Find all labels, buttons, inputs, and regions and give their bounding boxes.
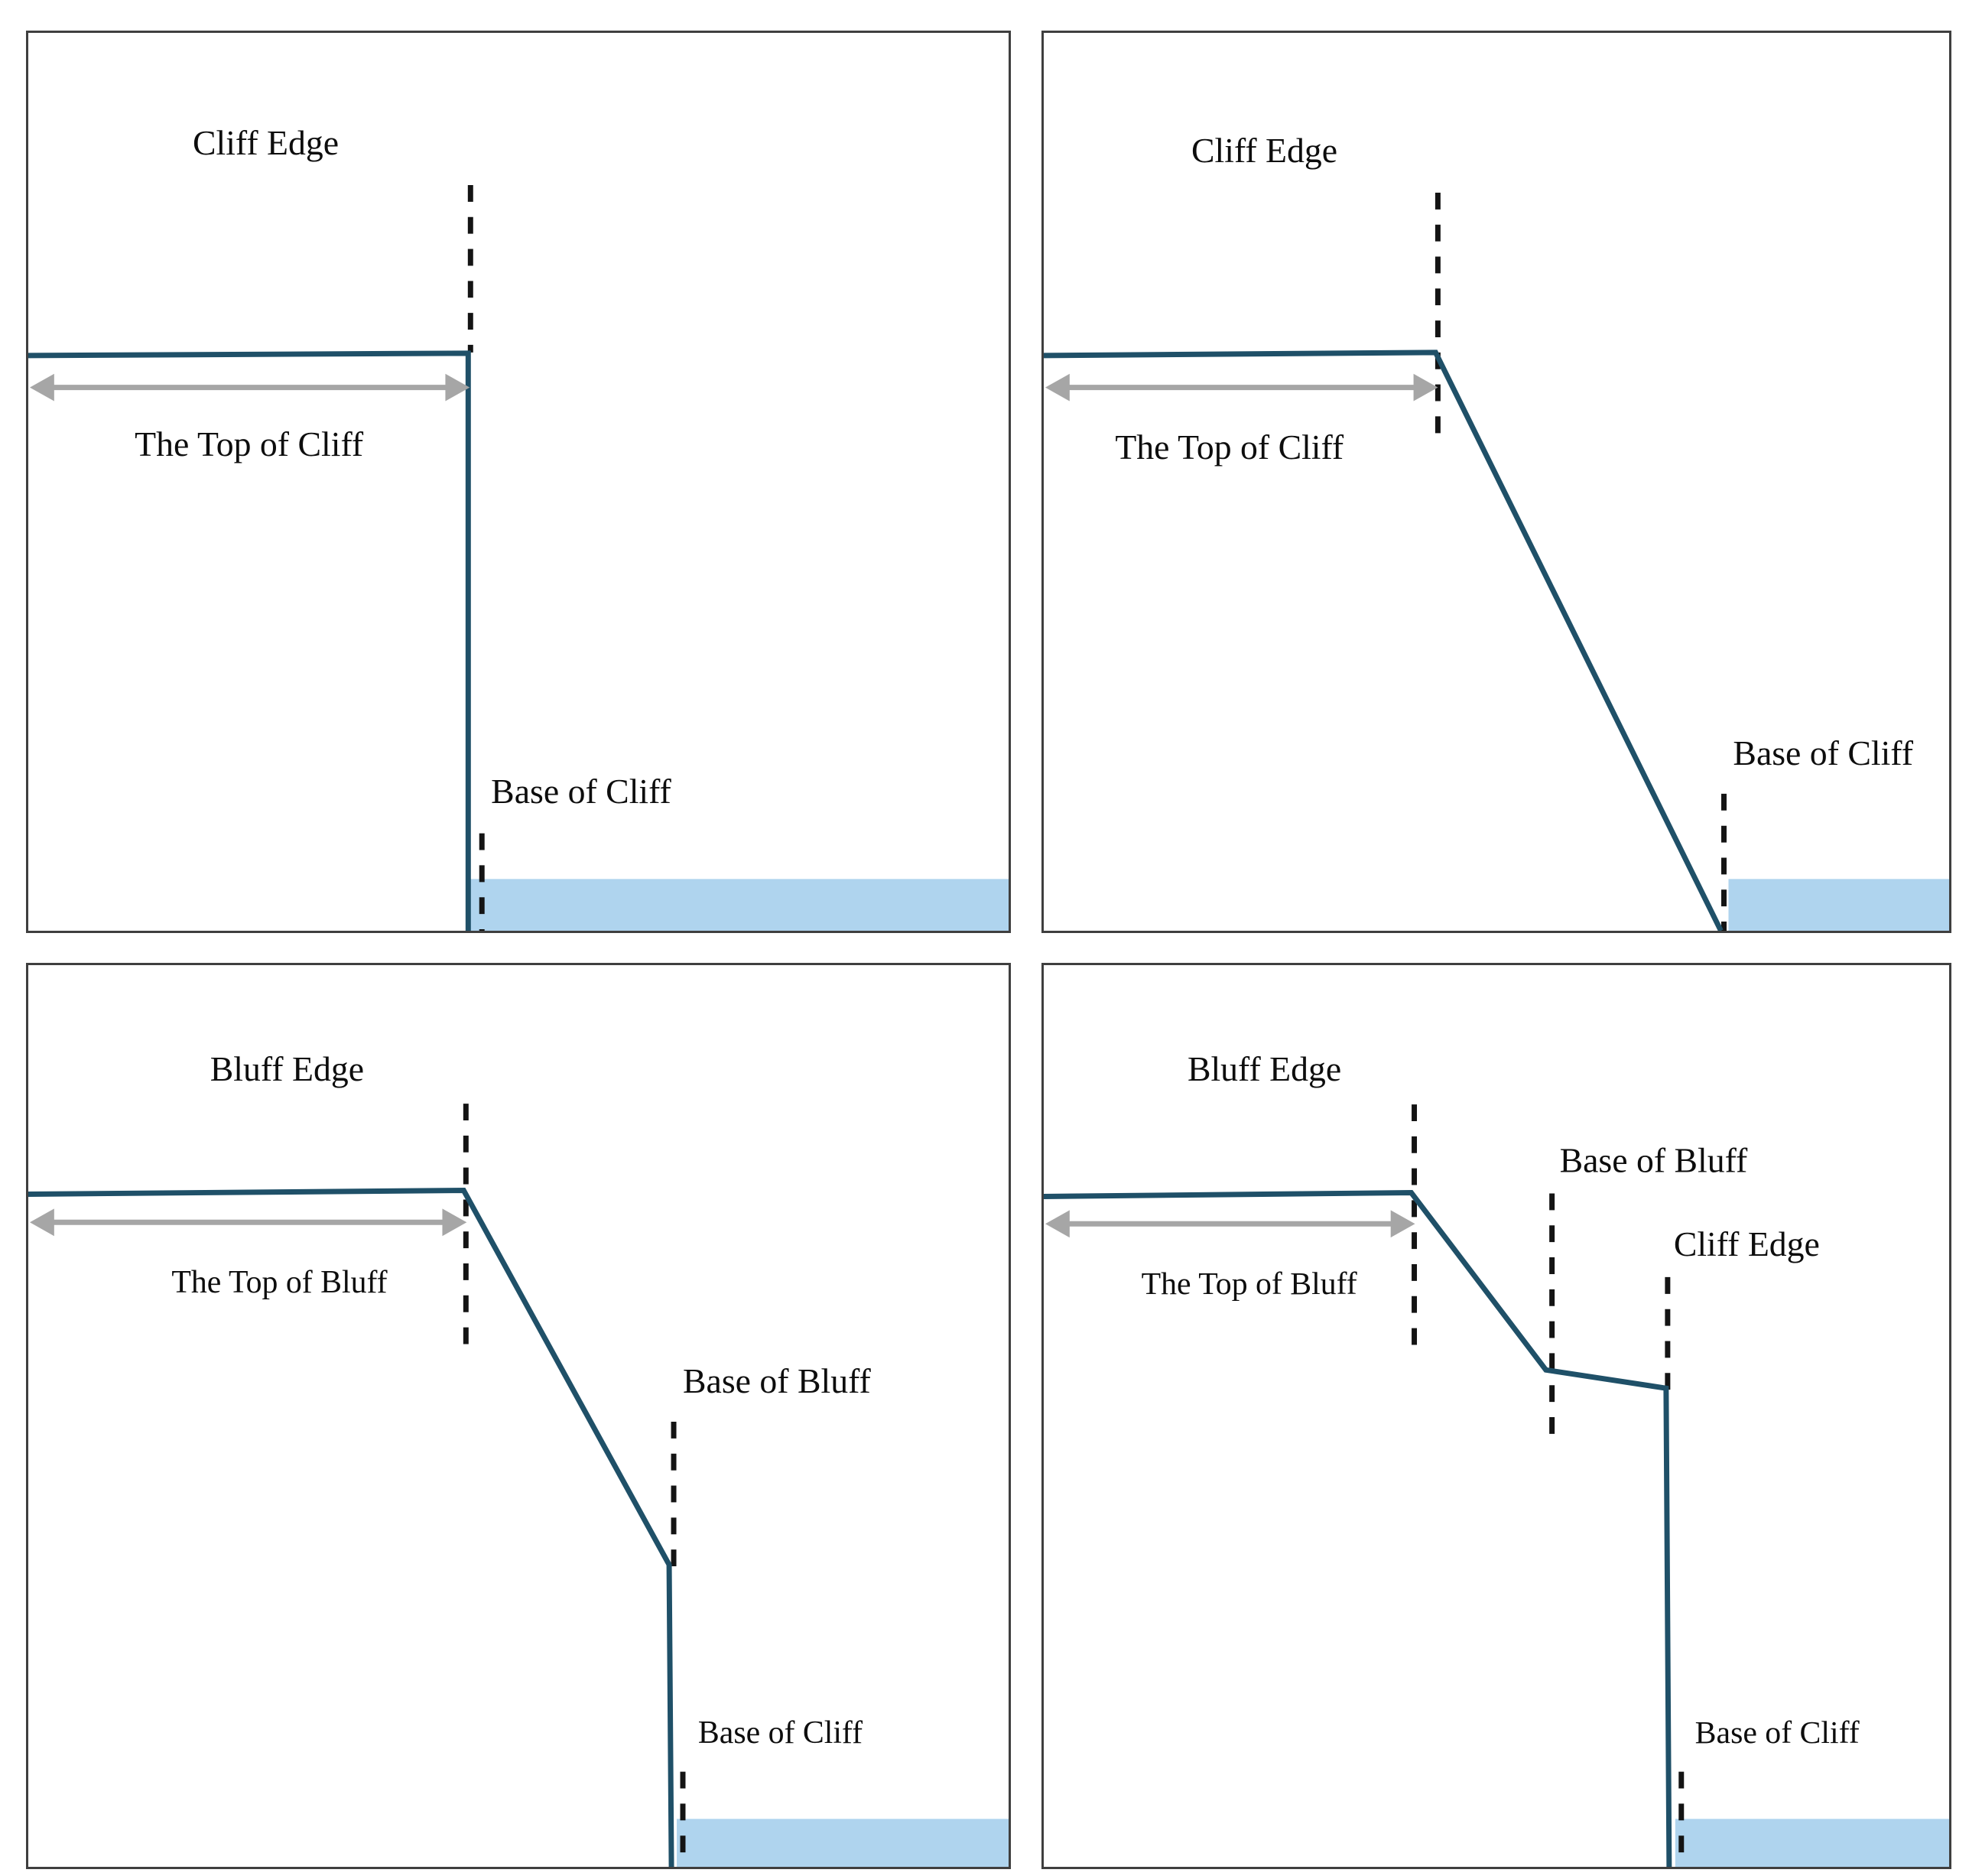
label-top-of-bluff: The Top of Bluff xyxy=(1142,1266,1357,1302)
panel-d-frame: Bluff Edge The Top of Bluff Base of Bluf… xyxy=(1041,963,1951,1869)
arrow-head-left xyxy=(1045,1210,1070,1238)
panel-c-diagram: Bluff Edge The Top of Bluff Base of Bluf… xyxy=(28,1049,1009,1867)
panel-cell-bottom-left: Bluff Edge The Top of Bluff Base of Bluf… xyxy=(0,948,1022,1876)
arrow-head-right xyxy=(445,373,470,402)
top-of-bluff-dimension-arrow xyxy=(29,1208,467,1237)
label-base-of-bluff: Base of Bluff xyxy=(683,1361,872,1400)
terrain-profile xyxy=(1044,1189,1672,1867)
label-top-of-bluff: The Top of Bluff xyxy=(171,1265,387,1300)
label-cliff-edge: Cliff Edge xyxy=(1191,131,1337,170)
water-band xyxy=(1728,879,1949,931)
top-of-cliff-dimension-arrow xyxy=(1045,373,1438,402)
label-base-of-cliff: Base of Cliff xyxy=(491,772,671,811)
terrain-profile xyxy=(28,350,471,931)
arrow-head-right xyxy=(442,1208,467,1237)
panel-b-frame: Cliff Edge The Top of Cliff Base of Clif… xyxy=(1041,31,1951,933)
label-bluff-edge: Bluff Edge xyxy=(1188,1049,1341,1088)
arrow-head-left xyxy=(1045,373,1070,402)
label-base-of-cliff: Base of Cliff xyxy=(1695,1715,1860,1751)
water-band xyxy=(470,879,1009,931)
terrain-profile xyxy=(1044,350,1724,931)
water-band xyxy=(1675,1819,1949,1867)
panel-b-diagram: Cliff Edge The Top of Cliff Base of Clif… xyxy=(1044,131,1949,931)
panel-a-frame: Cliff Edge The Top of Cliff Base of Clif… xyxy=(26,31,1011,933)
label-base-of-cliff: Base of Cliff xyxy=(698,1715,863,1751)
panel-d-diagram: Bluff Edge The Top of Bluff Base of Bluf… xyxy=(1044,1049,1949,1867)
terrain-profile xyxy=(28,1188,674,1867)
arrow-head-left xyxy=(29,373,54,402)
arrow-head-left xyxy=(29,1208,54,1237)
panel-a-diagram: Cliff Edge The Top of Cliff Base of Clif… xyxy=(28,123,1009,931)
label-top-of-cliff: The Top of Cliff xyxy=(135,424,364,463)
panel-c-frame: Bluff Edge The Top of Bluff Base of Bluf… xyxy=(26,963,1011,1869)
arrow-head-right xyxy=(1413,373,1438,402)
panel-cell-bottom-right: Bluff Edge The Top of Bluff Base of Bluf… xyxy=(1022,948,1982,1876)
panel-cell-top-right: Cliff Edge The Top of Cliff Base of Clif… xyxy=(1022,0,1982,948)
water-band xyxy=(677,1819,1009,1867)
label-cliff-edge: Cliff Edge xyxy=(193,123,339,162)
label-top-of-cliff: The Top of Cliff xyxy=(1115,428,1344,467)
top-of-bluff-dimension-arrow xyxy=(1045,1210,1415,1238)
arrow-head-right xyxy=(1390,1210,1415,1238)
top-of-cliff-dimension-arrow xyxy=(29,373,470,402)
label-cliff-edge: Cliff Edge xyxy=(1674,1224,1820,1263)
label-base-of-cliff: Base of Cliff xyxy=(1733,733,1913,772)
panel-cell-top-left: Cliff Edge The Top of Cliff Base of Clif… xyxy=(0,0,1022,948)
label-bluff-edge: Bluff Edge xyxy=(210,1049,364,1088)
label-base-of-bluff: Base of Bluff xyxy=(1560,1141,1748,1180)
